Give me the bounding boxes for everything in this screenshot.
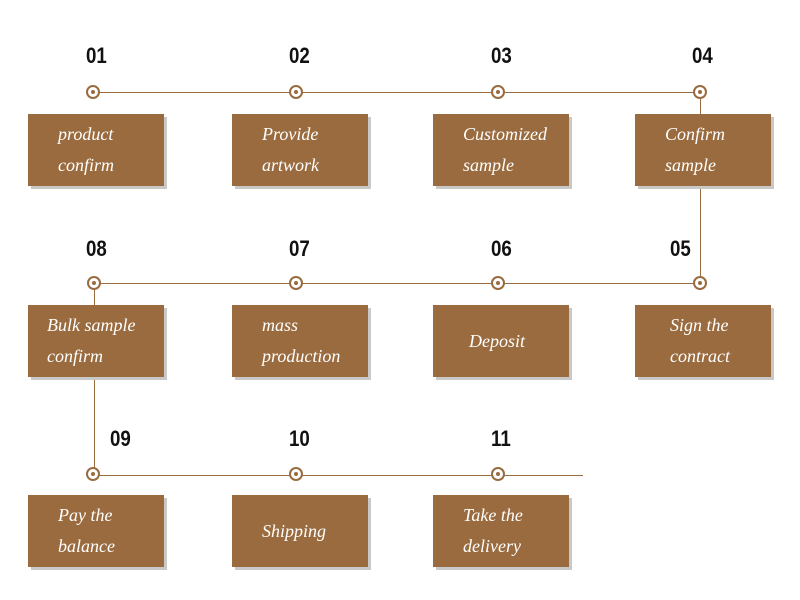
row2-to-row3-connector — [94, 290, 95, 473]
row2-connector-line — [93, 283, 700, 284]
step-box-07: mass production — [232, 305, 368, 377]
step-box-06: Deposit — [433, 305, 569, 377]
step-node-11 — [491, 467, 505, 481]
step-label-06: Deposit — [469, 330, 525, 351]
step-label-08: Bulk sample confirm — [47, 315, 136, 366]
step-node-04 — [693, 85, 707, 99]
step-node-09 — [86, 467, 100, 481]
step-number-09: 09 — [110, 426, 131, 451]
step-label-11: Take the delivery — [463, 505, 523, 556]
step-box-03: Customized sample — [433, 114, 569, 186]
step-number-03: 03 — [491, 43, 512, 68]
step-box-02: Provide artwork — [232, 114, 368, 186]
step-box-08: Bulk sample confirm — [28, 305, 164, 377]
step-box-09: Pay the balance — [28, 495, 164, 567]
step-number-11: 11 — [491, 426, 511, 451]
step-label-05: Sign the contract — [670, 315, 730, 366]
step-node-08 — [87, 276, 101, 290]
row3-connector-line — [93, 475, 583, 476]
step-label-09: Pay the balance — [58, 505, 115, 556]
step-number-10: 10 — [289, 426, 310, 451]
step-label-10: Shipping — [262, 520, 327, 541]
step-node-03 — [491, 85, 505, 99]
step-label-01: product confirm — [58, 124, 114, 175]
row1-to-row2-connector — [700, 99, 701, 283]
step-box-05: Sign the contract — [635, 305, 771, 377]
step-label-03: Customized sample — [463, 124, 548, 175]
step-node-02 — [289, 85, 303, 99]
step-node-06 — [491, 276, 505, 290]
step-label-02: Provide artwork — [262, 124, 320, 175]
step-number-05: 05 — [670, 236, 691, 261]
step-node-07 — [289, 276, 303, 290]
step-node-05 — [693, 276, 707, 290]
step-node-10 — [289, 467, 303, 481]
step-number-08: 08 — [86, 236, 107, 261]
step-number-06: 06 — [491, 236, 512, 261]
step-number-01: 01 — [86, 43, 107, 68]
step-box-04: Confirm sample — [635, 114, 771, 186]
step-label-07: mass production — [262, 315, 341, 366]
step-node-01 — [86, 85, 100, 99]
step-number-02: 02 — [289, 43, 310, 68]
step-box-10: Shipping — [232, 495, 368, 567]
step-number-07: 07 — [289, 236, 310, 261]
step-number-04: 04 — [692, 43, 713, 68]
row1-connector-line — [93, 92, 700, 93]
step-box-11: Take the delivery — [433, 495, 569, 567]
step-label-04: Confirm sample — [665, 124, 726, 175]
step-box-01: product confirm — [28, 114, 164, 186]
